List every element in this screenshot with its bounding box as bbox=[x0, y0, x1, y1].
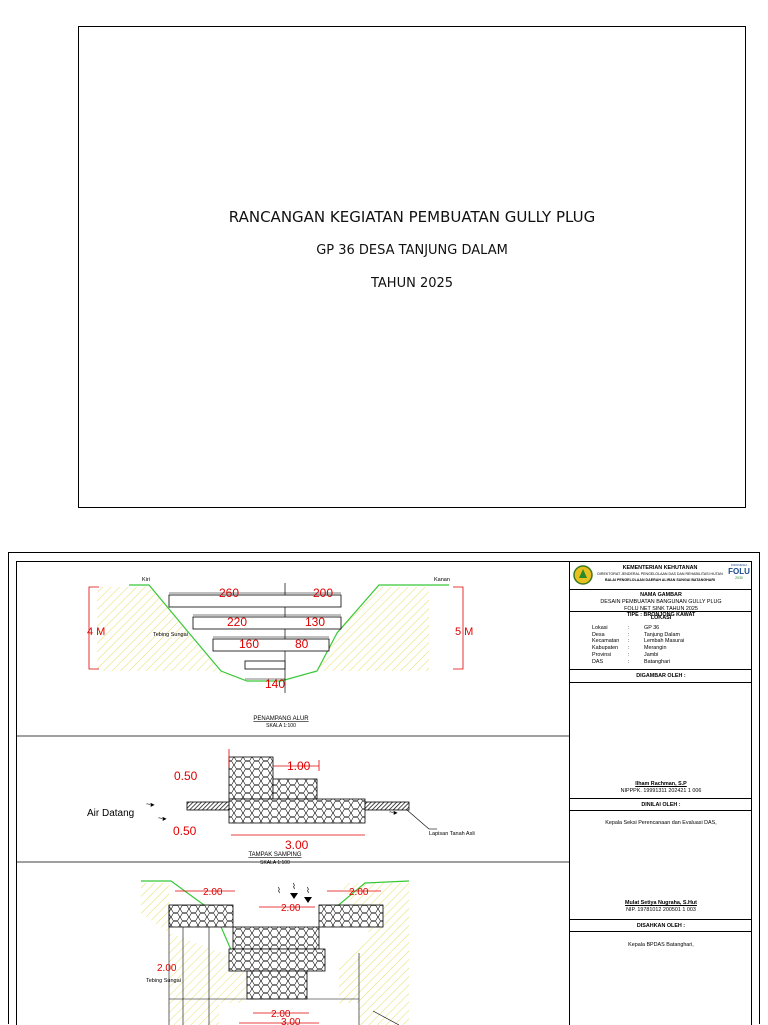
front-gabion-low bbox=[228, 948, 326, 972]
right-label: Kanan bbox=[434, 577, 450, 583]
front-dim-base: 3.00 bbox=[281, 1017, 301, 1025]
assessed-by-role: Kepala Seksi Perencanaan dan Evaluasi DA… bbox=[605, 820, 717, 826]
drawing-name-label: NAMA GAMBAR bbox=[640, 592, 682, 598]
flow-arrow-3: ~▸ bbox=[389, 808, 398, 817]
location-header: LOKASI bbox=[650, 615, 672, 621]
folu-logo-icon: INDONESIA FOLU 2030 bbox=[728, 563, 750, 580]
dim-bottom: 0.50 bbox=[173, 824, 197, 838]
dim-80: 80 bbox=[295, 637, 309, 651]
engineering-drawing: 260 200 220 130 160 80 140 4 M 5 M Kiri … bbox=[17, 577, 569, 1025]
ministry-name: KEMENTERIAN KEHUTANAN bbox=[622, 565, 698, 571]
drawing-sheet: 260 200 220 130 160 80 140 4 M 5 M Kiri … bbox=[8, 552, 760, 1025]
dim-160: 160 bbox=[239, 637, 259, 651]
dim-200: 200 bbox=[313, 586, 333, 600]
location-row: Desa:Tanjung Dalam bbox=[592, 631, 680, 638]
ground-left bbox=[186, 801, 230, 811]
assessed-by-block: Kepala Seksi Perencanaan dan Evaluasi DA… bbox=[570, 811, 752, 920]
front-gabion-right bbox=[318, 904, 384, 928]
cross-section-scale: SKALA 1:100 bbox=[266, 723, 296, 729]
front-gabion-mid bbox=[232, 926, 320, 950]
dim-length: 3.00 bbox=[285, 838, 309, 852]
assessed-by-header: DINILAI OLEH : bbox=[570, 799, 752, 811]
side-view: 0.50 1.00 0.50 3.00 Air Datang ~▸ ~▸ ~▸ … bbox=[87, 749, 475, 866]
bank-hatch bbox=[97, 587, 429, 681]
front-dim-right: 2.00 bbox=[349, 887, 369, 898]
location-row: DAS:Batanghari bbox=[592, 658, 671, 665]
title-block: KEMENTERIAN KEHUTANAN DIREKTORAT JENDERA… bbox=[569, 561, 752, 1025]
cover-page: RANCANGAN KEGIATAN PEMBUATAN GULLY PLUG … bbox=[78, 26, 746, 508]
front-dim-left: 2.00 bbox=[203, 887, 223, 898]
left-height-label: 4 M bbox=[87, 626, 105, 638]
front-ground-left bbox=[141, 880, 236, 960]
location-row: Provinsi:Jambi bbox=[592, 651, 659, 658]
gabion-base bbox=[228, 798, 366, 824]
front-dim-height: 2.00 bbox=[157, 963, 177, 974]
right-height-bracket bbox=[453, 586, 464, 670]
load-arrow-1: ⌇ bbox=[277, 886, 281, 895]
ministry-logo-icon bbox=[573, 565, 593, 585]
soil-label: Lapisan Tanah Asli bbox=[429, 831, 475, 837]
bank-label: Tebing Sungai bbox=[153, 632, 188, 638]
agency-header: KEMENTERIAN KEHUTANAN DIREKTORAT JENDERA… bbox=[570, 561, 752, 590]
dim-130: 130 bbox=[305, 615, 325, 629]
dim-step: 1.00 bbox=[287, 759, 311, 773]
approved-by-role: Kepala BPDAS Batanghari, bbox=[628, 942, 694, 948]
load-arrow-3: ⌇ bbox=[306, 886, 310, 895]
assessed-by-name: Mulat Setiya Nugraha, S.Hut bbox=[625, 900, 697, 906]
drawing-name-1: DESAIN PEMBUATAN BANGUNAN GULLY PLUG bbox=[600, 598, 722, 605]
side-view-caption: TAMPAK SAMPING bbox=[248, 852, 301, 858]
left-label: Kiri bbox=[142, 577, 150, 583]
cover-year: TAHUN 2025 bbox=[370, 276, 454, 291]
right-height-label: 5 M bbox=[455, 626, 473, 638]
water-label: Air Datang bbox=[87, 808, 134, 819]
cross-section-view: 260 200 220 130 160 80 140 4 M 5 M Kiri … bbox=[87, 577, 473, 729]
location-row: Lokasi:GP 36 bbox=[592, 624, 660, 631]
drawing-type: TIPE : BRONJONG KAWAT bbox=[626, 612, 696, 619]
drawn-by-header: DIGAMBAR OLEH : bbox=[570, 670, 752, 683]
flow-arrow-1: ~▸ bbox=[146, 800, 155, 809]
layer-3 bbox=[212, 638, 330, 652]
dim-140: 140 bbox=[265, 677, 285, 691]
layer-4 bbox=[244, 660, 286, 670]
drawing-frame bbox=[16, 561, 752, 1025]
front-ground-right bbox=[328, 880, 410, 914]
drawn-by-nip: NIPPPK. 19991311 202421 1 006 bbox=[620, 788, 702, 794]
dim-260: 260 bbox=[219, 586, 239, 600]
front-bank-label: Tebing Sungai bbox=[146, 978, 181, 984]
drawing-name-block: NAMA GAMBAR DESAIN PEMBUATAN BANGUNAN GU… bbox=[570, 590, 752, 618]
dim-top: 0.50 bbox=[174, 769, 198, 783]
location-block: LOKASI Lokasi:GP 36 Desa:Tanjung Dalam K… bbox=[570, 612, 752, 670]
dim-220: 220 bbox=[227, 615, 247, 629]
gabion-step bbox=[272, 778, 318, 800]
front-dim-mid: 2.00 bbox=[281, 903, 301, 914]
drawing-name-2: FOLU NET SINK TAHUN 2025 bbox=[624, 605, 698, 612]
drawn-by-block: Ilham Rachman, S.P NIPPPK. 19991311 2024… bbox=[570, 683, 752, 799]
front-gabion-left bbox=[168, 904, 234, 928]
ground-right bbox=[364, 801, 410, 811]
layer-2 bbox=[192, 616, 342, 630]
office-name: BALAI PENGELOLAAN DAERAH ALIRAN SUNGAI B… bbox=[605, 578, 715, 582]
flow-arrow-2: ~▸ bbox=[158, 814, 167, 823]
gabion-top bbox=[228, 756, 274, 800]
left-height-bracket bbox=[88, 586, 99, 670]
assessed-by-nip: NIP. 19781012 200501 1 003 bbox=[626, 907, 696, 913]
location-row: Kecamatan:Lembah Masurai bbox=[592, 638, 685, 645]
front-gabion-base bbox=[246, 970, 308, 1000]
side-view-scale: SKALA 1:100 bbox=[260, 860, 290, 866]
front-dim-inner: 2.00 bbox=[271, 1009, 291, 1020]
cover-title: RANCANGAN KEGIATAN PEMBUATAN GULLY PLUG bbox=[228, 208, 596, 226]
layer-1 bbox=[168, 594, 342, 608]
approved-by-header: DISAHKAN OLEH : bbox=[570, 920, 752, 932]
cover-subtitle: GP 36 DESA TANJUNG DALAM bbox=[316, 243, 508, 258]
load-arrow-2: ⌇ bbox=[292, 882, 296, 891]
cross-section-caption: PENAMPANG ALUR bbox=[253, 716, 309, 722]
directorate-name: DIREKTORAT JENDERAL PENGELOLAAN DAS DAN … bbox=[597, 572, 723, 576]
approved-by-block: Kepala BPDAS Batanghari, bbox=[570, 932, 752, 992]
front-view: ⌇ ⌇ ⌇ 2.00 2.00 2.00 2.00 Tebing Sungai … bbox=[141, 880, 410, 1025]
drawn-by-name: Ilham Rachman, S.P bbox=[635, 781, 687, 787]
location-row: Kabupaten:Merangin bbox=[592, 645, 667, 651]
ground-profile bbox=[129, 584, 449, 682]
